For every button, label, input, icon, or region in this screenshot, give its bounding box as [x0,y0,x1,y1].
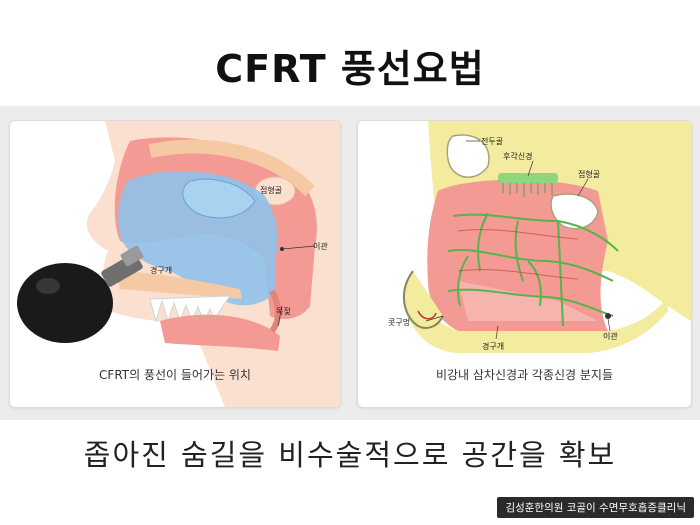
label-palate: 경구개 [150,265,172,275]
label-sphenoid: 접형골 [260,185,282,195]
label-eustachian: 이관 [313,241,328,251]
label-frontal: 전두골 [481,136,503,146]
label-palate-right: 경구개 [482,341,504,351]
nerve-branches-card: 전두골 후각신경 접형골 콧구멍 경구개 이관 비강내 삼차신경과 각종신경 분… [357,120,692,408]
label-uvula: 목젖 [276,306,291,316]
subtitle: 좁아진 숨길을 비수술적으로 공간을 확보 [83,438,617,472]
balloon-position-card: 접형골 이관 경구개 목젖 CFRT의 풍선이 들어가는 위치 [9,120,341,408]
label-olfactory: 후각신경 [503,151,532,161]
label-nostril: 콧구멍 [388,317,410,327]
balloon-anatomy-illustration: 접형골 이관 경구개 목젖 [17,121,340,407]
page-title: CFRT 풍선요법 [215,47,485,91]
label-sphenoid-right: 접형골 [578,169,600,179]
nerve-anatomy-illustration: 전두골 후각신경 접형골 콧구멍 경구개 이관 [388,121,691,353]
clinic-watermark: 김성훈한의원 코골이 수면무호흡증클리닉 [497,497,694,518]
left-caption: CFRT의 풍선이 들어가는 위치 [99,368,251,382]
label-eustachian-right: 이관 [603,331,618,341]
right-caption: 비강내 삼차신경과 각종신경 분지들 [435,368,614,382]
